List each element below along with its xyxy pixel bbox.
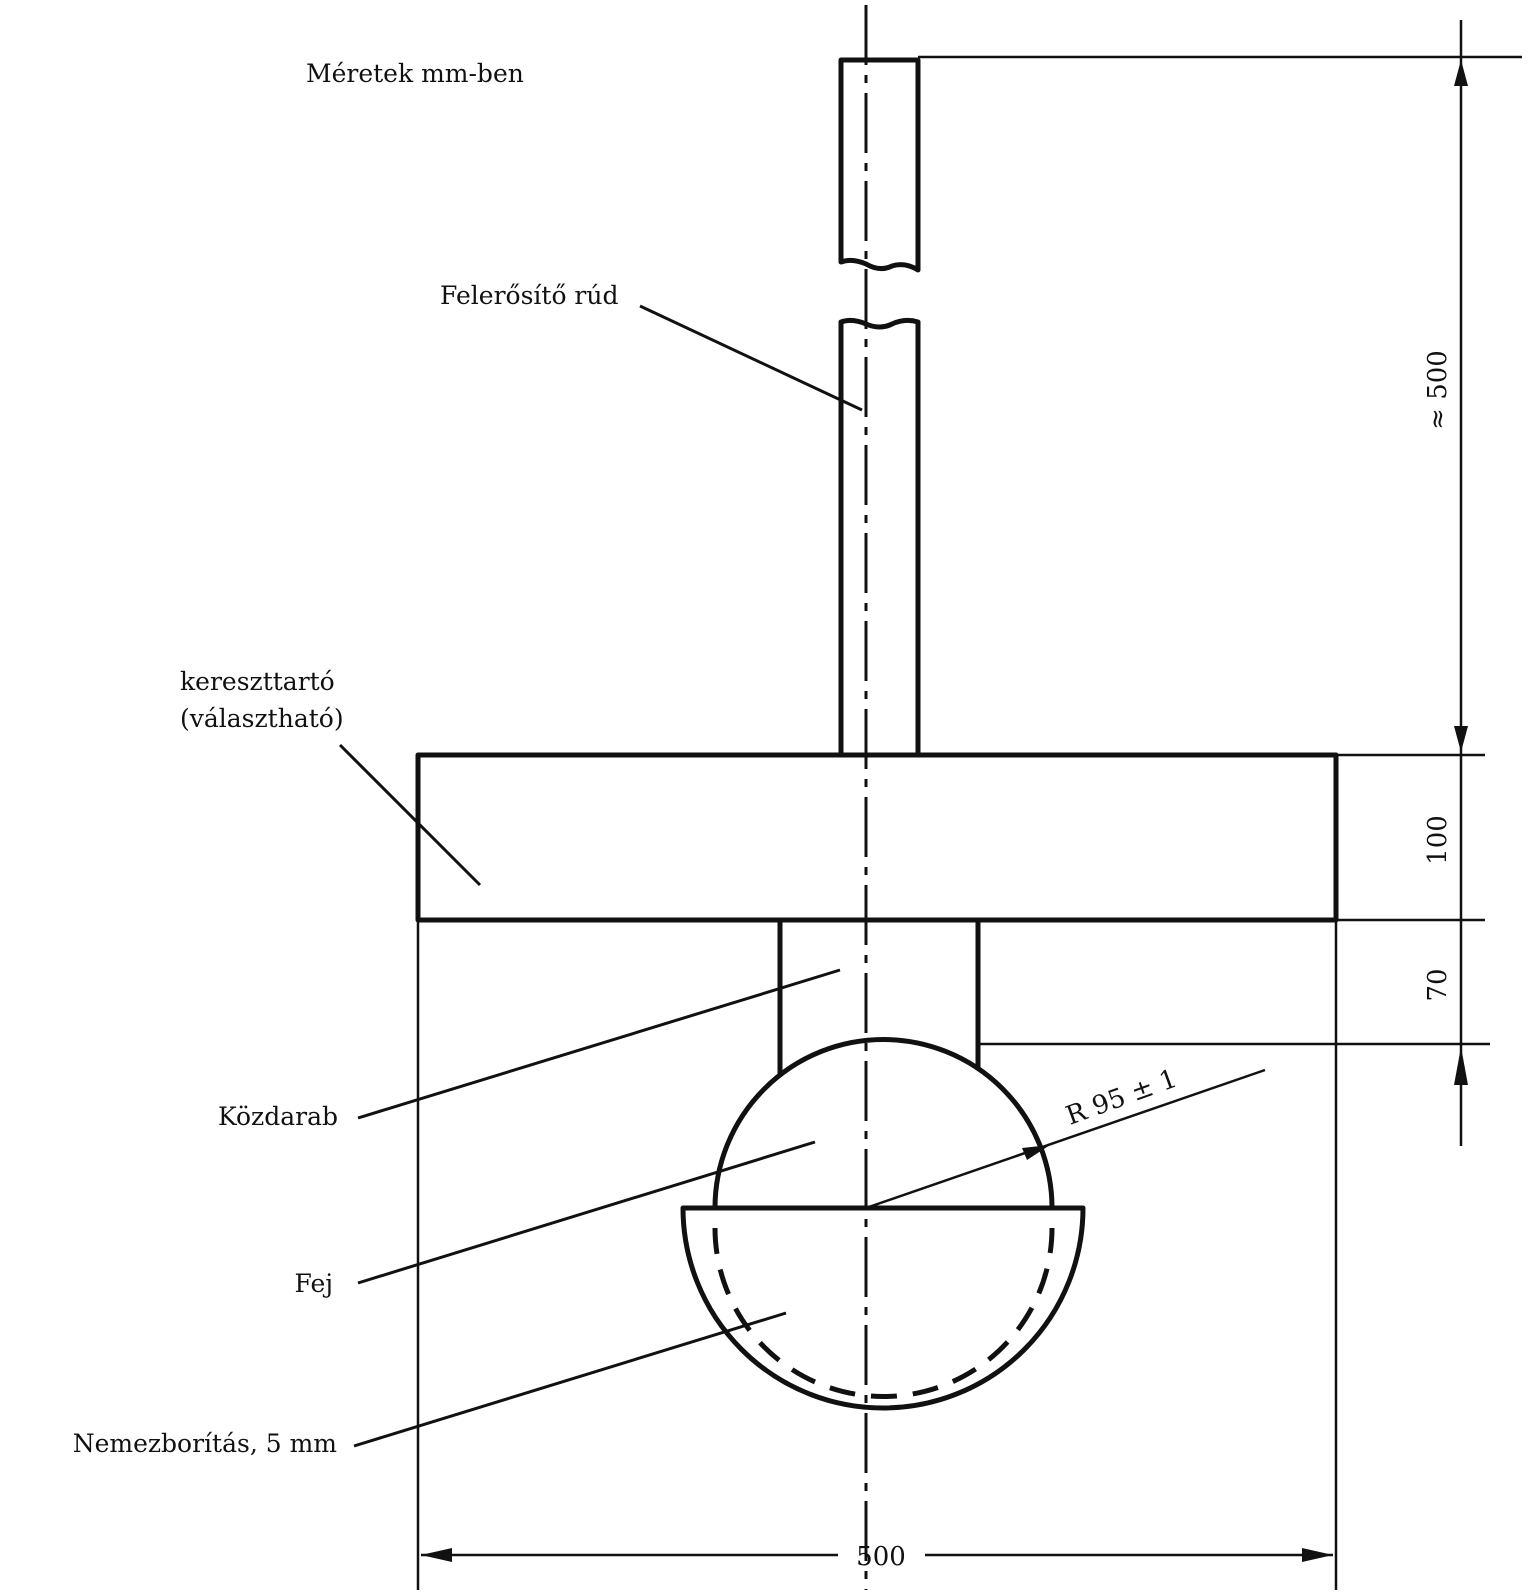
rod-upper-segment <box>838 57 921 273</box>
leader-crossbar <box>338 743 482 887</box>
felt-cover-dashed <box>712 1227 1055 1399</box>
arrow-top <box>1454 60 1468 86</box>
crossbar <box>415 752 1339 923</box>
arrow-crossbar <box>1454 726 1468 752</box>
leader-rod <box>639 304 863 412</box>
arrow-right <box>1302 1548 1333 1562</box>
dim-crossbar-height: 100 <box>1423 815 1453 865</box>
dim-radius: R 95 ± 1 <box>1062 1064 1181 1132</box>
label-crossbar-line1: kereszttartó <box>180 667 335 696</box>
label-spacer: Közdarab <box>218 1102 338 1131</box>
rod-lower-segment <box>838 317 921 755</box>
dim-rod-length: ≈ 500 <box>1423 350 1453 430</box>
head-lower-shell <box>680 1205 1086 1411</box>
dim-width: 500 <box>856 1542 906 1572</box>
label-felt: Nemezborítás, 5 mm <box>73 1429 338 1458</box>
leader-spacer <box>357 968 841 1120</box>
leader-head <box>357 1140 816 1285</box>
leader-felt <box>353 1311 787 1448</box>
head-upper-arc <box>712 1037 1055 1209</box>
units-note: Méretek mm-ben <box>306 59 524 88</box>
arrow-head-top <box>1454 1047 1468 1085</box>
arrow-left <box>421 1548 452 1562</box>
label-head: Fej <box>294 1269 333 1298</box>
label-crossbar-line2: (választható) <box>180 704 344 733</box>
label-rod: Felerősítő rúd <box>440 281 619 310</box>
radius-line <box>865 1068 1266 1210</box>
radius-arrow <box>1022 1145 1050 1160</box>
dim-spacer-height: 70 <box>1423 968 1453 1001</box>
